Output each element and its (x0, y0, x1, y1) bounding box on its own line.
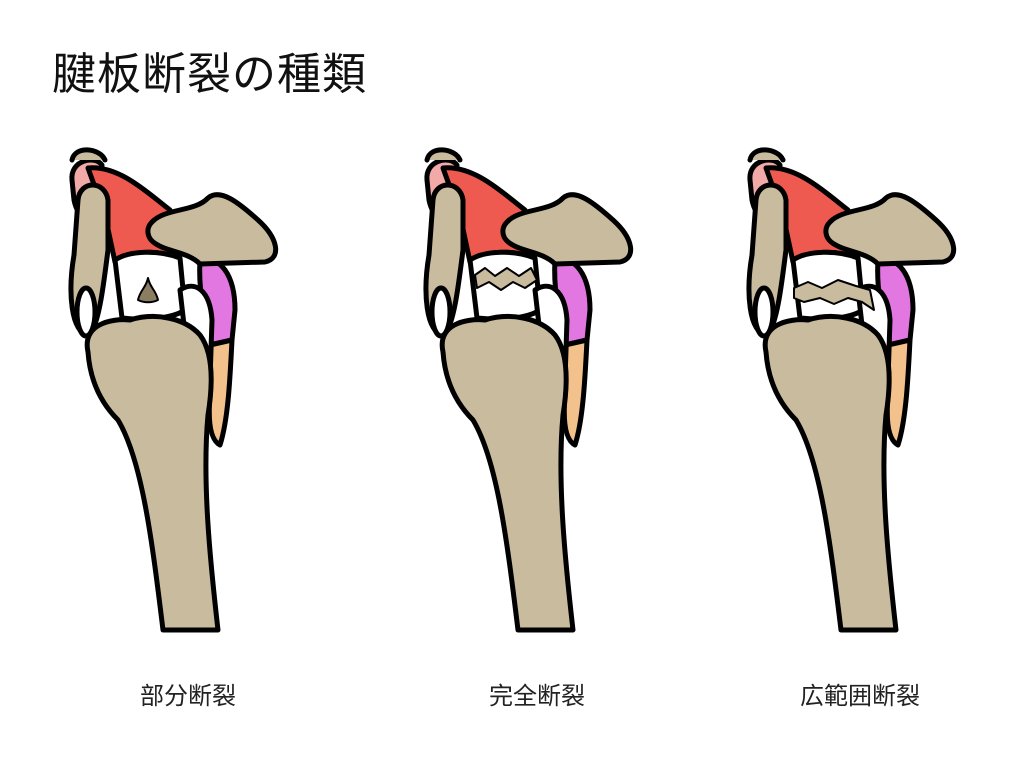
partial-tear-illustration (60, 140, 300, 640)
massive-tear-illustration (738, 140, 978, 640)
shoulder-anatomy-icon (749, 150, 954, 630)
figure-label-complete: 完全断裂 (489, 682, 585, 710)
complete-tear-mark (474, 267, 538, 291)
figure-label-partial: 部分断裂 (140, 682, 236, 710)
shoulder-anatomy-icon (426, 150, 631, 630)
shoulder-anatomy-icon (71, 150, 276, 630)
slide-title: 腱板断裂の種類 (52, 49, 367, 100)
massive-tear-mark (793, 279, 875, 311)
complete-tear-illustration (415, 140, 655, 640)
partial-tear-mark (137, 277, 159, 304)
figure-label-massive: 広範囲断裂 (800, 682, 920, 710)
